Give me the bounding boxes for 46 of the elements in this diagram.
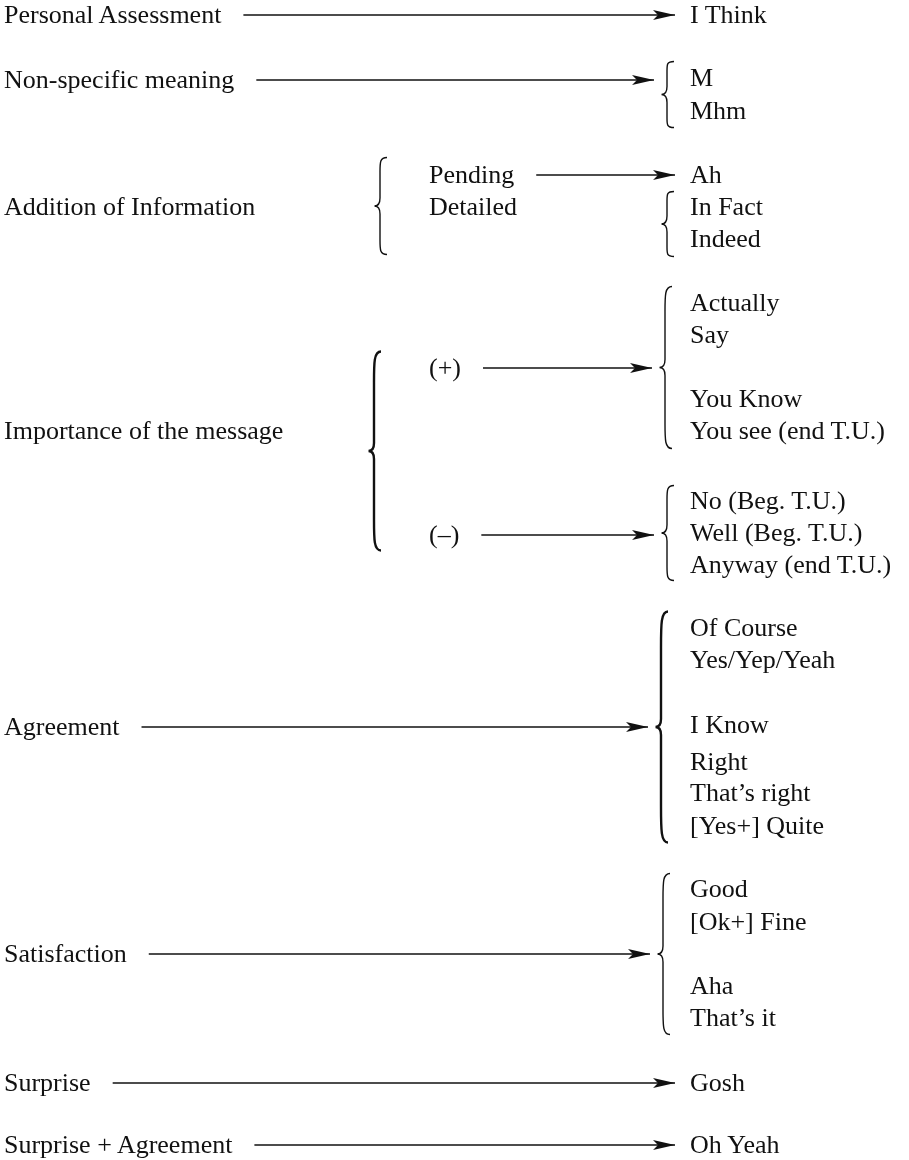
phrase-label: Pending [429, 160, 515, 190]
phrase-label: You Know [690, 384, 803, 414]
arrow [242, 10, 676, 20]
phrase-label: [Ok+] Fine [690, 907, 807, 937]
phrase-label: Good [690, 874, 748, 904]
phrase-label: Aha [690, 971, 734, 1001]
category-label: Surprise + Agreement [4, 1130, 233, 1160]
phrase-label: Indeed [690, 224, 761, 254]
phrase-label: [Yes+] Quite [690, 811, 825, 841]
phrase-label: Yes/Yep/Yeah [690, 645, 836, 675]
phrase-label: Of Course [690, 613, 798, 643]
category-label: Oh Yeah [690, 1130, 780, 1160]
category-label: Gosh [690, 1068, 745, 1098]
phrase-label: Well (Beg. T.U.) [690, 518, 863, 548]
phrase-label: (+) [429, 353, 461, 383]
category-label: Non-specific meaning [4, 65, 235, 95]
phrase-label: In Fact [690, 192, 763, 222]
category-label: Satisfaction [4, 939, 127, 969]
phrase-label: M [690, 63, 714, 93]
arrow [140, 722, 649, 732]
phrase-label: Say [690, 320, 729, 350]
phrase-label: Mhm [690, 96, 747, 126]
category-label: Agreement [4, 712, 120, 742]
arrow [148, 949, 651, 959]
phrase-label: That’s right [690, 778, 811, 808]
arrow [480, 530, 655, 540]
phrase-label: Actually [690, 288, 780, 318]
arrow [253, 1140, 676, 1150]
category-label: Importance of the message [4, 416, 284, 446]
phrase-label: That’s it [690, 1003, 776, 1033]
category-label: Surprise [4, 1068, 91, 1098]
phrase-label: No (Beg. T.U.) [690, 486, 846, 516]
arrow [535, 170, 676, 180]
category-label: Ah [690, 160, 722, 190]
arrow [255, 75, 655, 85]
arrow [112, 1078, 676, 1088]
phrase-label: I Know [690, 710, 769, 740]
category-label: I Think [690, 0, 767, 30]
phrase-label: You see (end T.U.) [690, 416, 885, 446]
category-label: Addition of Information [4, 192, 256, 222]
phrase-label: Detailed [429, 192, 518, 222]
category-label: Personal Assessment [4, 0, 222, 30]
arrow [482, 363, 653, 373]
phrase-label: Right [690, 747, 748, 777]
phrase-label: Anyway (end T.U.) [690, 550, 892, 580]
phrase-label: (–) [429, 520, 460, 550]
